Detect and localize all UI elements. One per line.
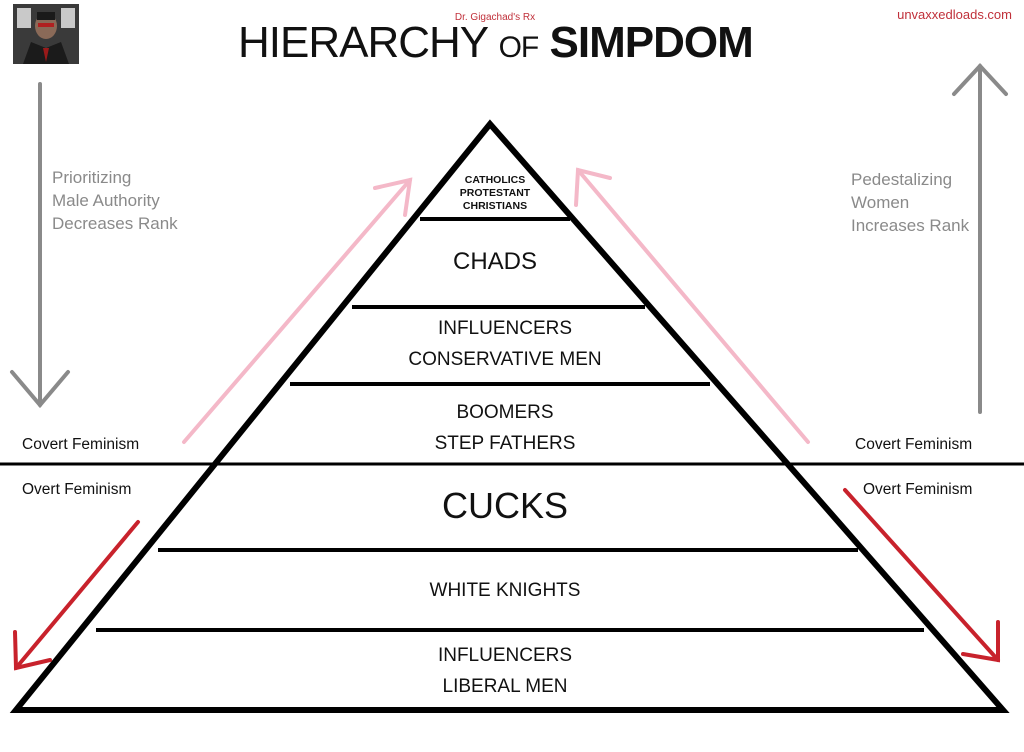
tier-influencers-conservative-label: INFLUENCERS CONSERVATIVE MEN [360,313,650,375]
title-hierarchy: HIERARCHY [238,18,488,67]
left-covert-label: Covert Feminism [22,436,140,453]
right-overt-label: Overt Feminism [863,481,973,498]
right-covert-label: Covert Feminism [855,436,973,453]
right-note-line: Women [851,193,910,212]
tier-line: CATHOLICS [464,174,526,186]
tier-top-label: CATHOLICS PROTESTANT CHRISTIANS [440,174,550,213]
tier-line: INFLUENCERS [437,318,573,339]
page-title: HIERARCHY OF SIMPDOM [238,18,754,68]
avatar-icon [13,4,79,64]
right-note-line: Pedestalizing [851,170,953,189]
grey-arrow-up [952,63,1008,414]
left-note-line: Decreases Rank [52,214,178,233]
pink-arrow-right [574,167,810,444]
tier-boomers-label: BOOMERS STEP FATHERS [360,397,650,459]
tier-chads-label: CHADS [395,246,595,277]
red-arrow-left [13,520,140,671]
title-of: OF [498,31,540,64]
left-note-line: Prioritizing [52,168,132,187]
tier-line: BOOMERS [456,402,554,423]
tier-line: CHRISTIANS [462,200,528,212]
left-note-line: Male Authority [52,191,160,210]
grey-arrow-down [10,82,70,409]
left-side-note: Prioritizing Male Authority Decreases Ra… [52,166,178,235]
tier-line: PROTESTANT [459,187,531,199]
tier-cucks-label: CUCKS [380,485,630,526]
pink-arrow-left [182,177,413,444]
site-url: unvaxxedloads.com [897,7,1012,22]
pyramid-outline [9,119,1010,713]
right-side-note: Pedestalizing Women Increases Rank [851,168,969,237]
tier-line: INFLUENCERS [437,645,573,666]
tier-line: CUCKS [441,485,569,526]
tier-influencers-liberal-label: INFLUENCERS LIBERAL MEN [360,640,650,702]
tier-line: CHADS [452,248,537,275]
red-arrow-right [843,488,1000,663]
tier-line: STEP FATHERS [434,433,576,454]
tier-white-knights-label: WHITE KNIGHTS [360,575,650,606]
right-note-line: Increases Rank [851,216,970,235]
title-simpdom: SIMPDOM [549,18,754,67]
tier-line: WHITE KNIGHTS [429,580,581,601]
tier-line: LIBERAL MEN [442,676,568,697]
credit-text: Dr. Gigachad's Rx [454,12,536,23]
tier-line: CONSERVATIVE MEN [408,349,602,370]
left-overt-label: Overt Feminism [22,481,132,498]
